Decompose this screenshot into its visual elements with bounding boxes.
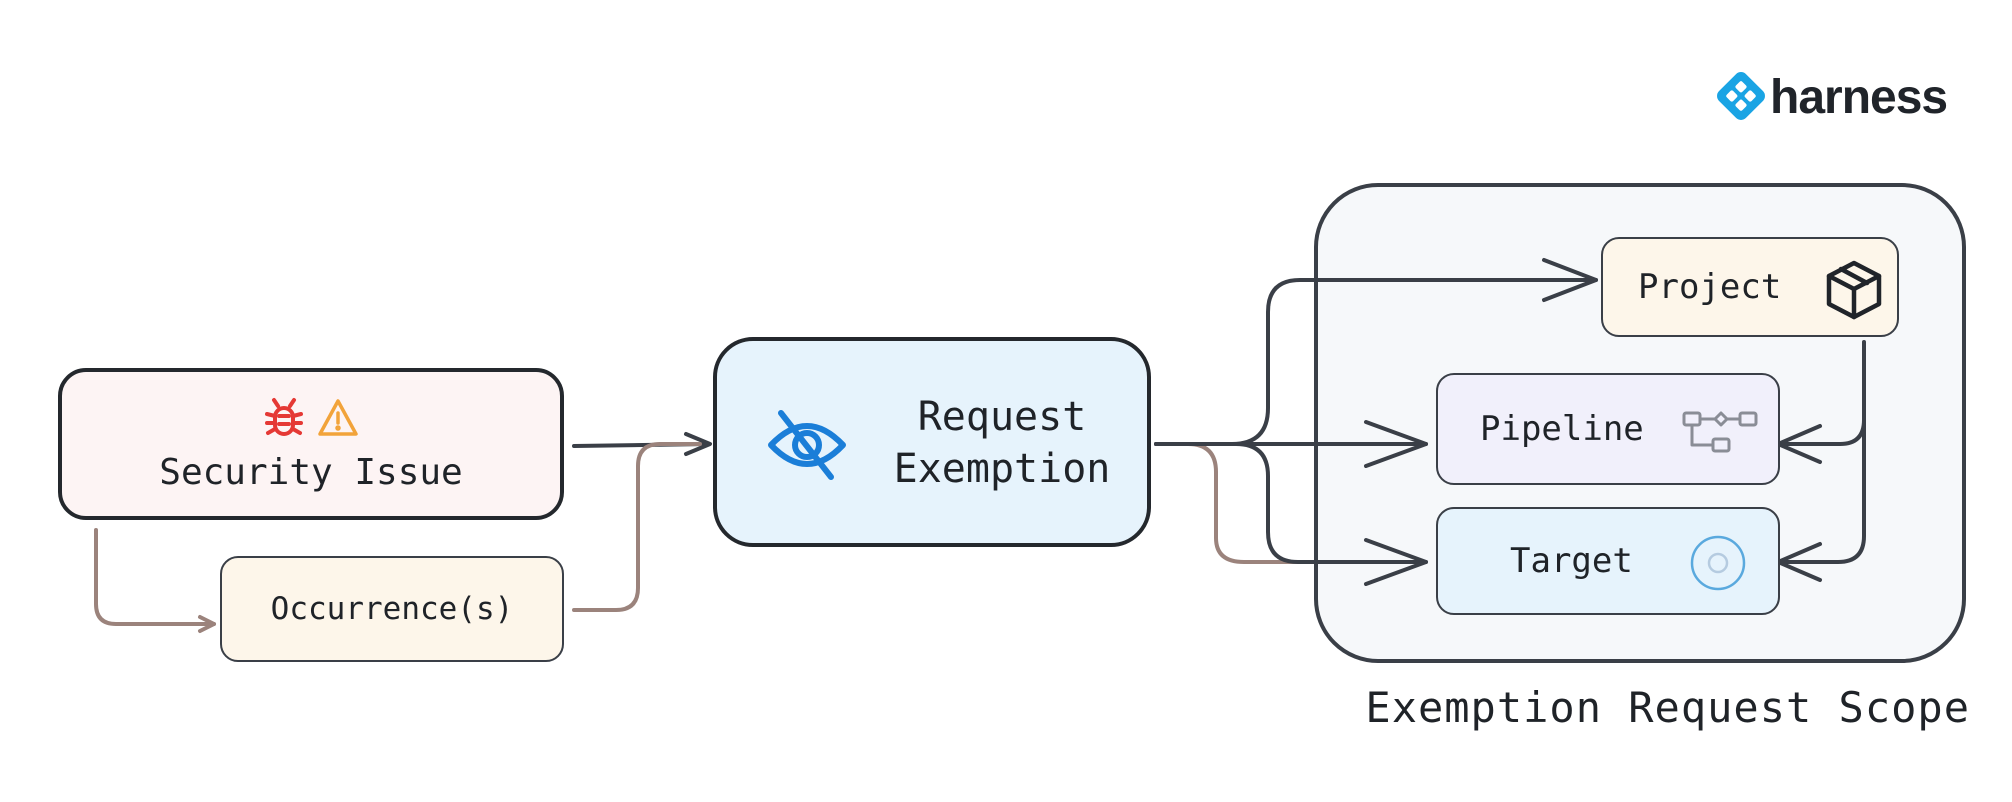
security-issue-label: Security Issue xyxy=(159,451,463,493)
harness-logo-text: harness xyxy=(1770,71,1948,124)
eye-slash-icon xyxy=(767,409,847,485)
security-issue-node: Security Issue xyxy=(58,368,564,520)
request-exemption-line1: Request xyxy=(917,394,1087,440)
harness-logo-icon xyxy=(1716,71,1766,125)
target-icon xyxy=(1688,533,1748,602)
project-node: Project xyxy=(1601,237,1899,337)
warning-icon xyxy=(316,396,360,444)
request-exemption-node: Request Exemption xyxy=(713,337,1151,547)
arrowhead-pipeline xyxy=(1364,420,1428,468)
arrowhead-security xyxy=(684,432,712,456)
request-exemption-line2: Exemption xyxy=(893,446,1111,492)
edge-project-to-target xyxy=(1778,378,1866,564)
bug-icon xyxy=(262,396,306,444)
target-node: Target xyxy=(1436,507,1780,615)
occurrences-node: Occurrence(s) xyxy=(220,556,564,662)
scope-title: Exemption Request Scope xyxy=(1365,683,1970,732)
edge-request-to-target-brown xyxy=(1154,442,1320,564)
edge-security-to-occurrence xyxy=(94,528,216,626)
project-label: Project xyxy=(1638,267,1782,307)
request-exemption-label: Request Exemption xyxy=(867,391,1137,495)
arrowhead-project xyxy=(1542,258,1598,302)
occurrences-label: Occurrence(s) xyxy=(270,591,514,627)
target-label: Target xyxy=(1510,541,1633,581)
pipeline-label: Pipeline xyxy=(1480,409,1644,449)
arrowhead-target xyxy=(1364,538,1428,586)
edge-project-to-pipeline xyxy=(1778,340,1866,446)
pipeline-node: Pipeline xyxy=(1436,373,1780,485)
box-icon xyxy=(1823,259,1885,330)
harness-logo: harness xyxy=(1716,70,1948,125)
arrowhead-occurrence xyxy=(198,615,216,633)
edge-occurrence-to-request xyxy=(572,442,702,612)
pipeline-icon xyxy=(1682,409,1760,464)
edge-request-to-target xyxy=(1154,442,1428,564)
